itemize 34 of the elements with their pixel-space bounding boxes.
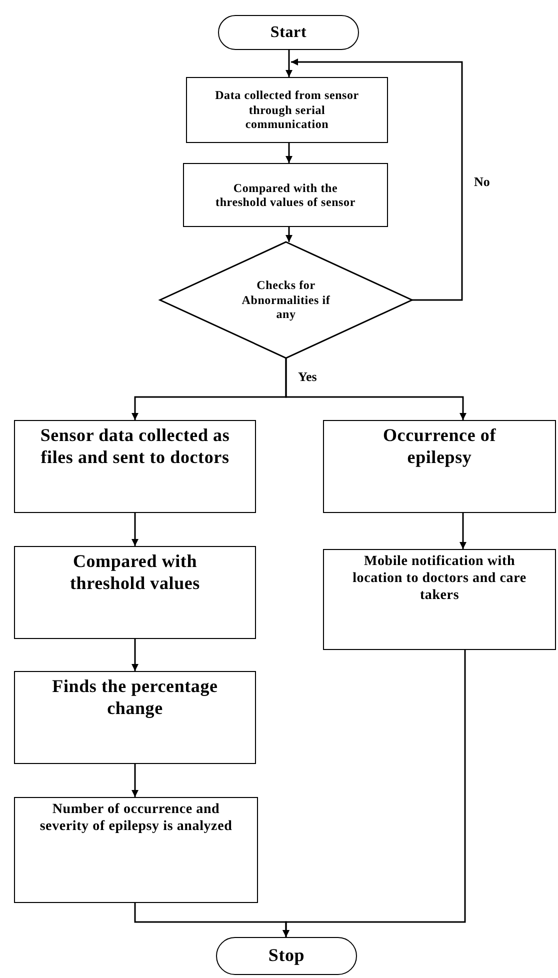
process-box — [14, 797, 258, 903]
arrow — [286, 227, 292, 242]
terminal-box — [216, 937, 357, 975]
node-label: Number of occurrence and severity of epilepsy is analyzed — [38, 802, 234, 836]
process-box — [323, 549, 556, 650]
node-label: Data collected from sensor through serial communication — [214, 88, 360, 132]
arrow — [132, 764, 138, 797]
process-box — [14, 546, 256, 639]
arrow — [291, 58, 463, 301]
process-box — [186, 77, 388, 143]
terminal-box — [218, 15, 359, 50]
process-box — [14, 671, 256, 764]
decision-diamond — [160, 242, 412, 358]
edge-label: No — [472, 175, 492, 190]
process-box — [323, 420, 556, 513]
process-box — [14, 420, 256, 513]
node-label: Compared with the threshold values of sensor — [214, 180, 356, 210]
node-label: Sensor data collected as files and sent to doctors — [39, 425, 231, 468]
edge-label: Yes — [296, 370, 319, 384]
arrow — [132, 639, 138, 671]
node-label: Compared with threshold values — [69, 551, 201, 594]
arrow — [132, 513, 138, 546]
process-box — [183, 163, 388, 227]
node-label: Checks for Abnormalities if any — [240, 278, 332, 322]
arrow — [286, 50, 292, 77]
node-label: Stop — [268, 945, 305, 967]
node-label: Occurrence of epilepsy — [382, 425, 498, 468]
arrow — [285, 358, 466, 420]
arrow — [286, 143, 292, 163]
arrow — [460, 513, 466, 549]
arrow — [282, 650, 466, 937]
node-label: Mobile notification with location to doctors and care takers — [352, 554, 527, 604]
node-label: Start — [270, 22, 307, 42]
node-label: Finds the percentage change — [51, 676, 219, 720]
